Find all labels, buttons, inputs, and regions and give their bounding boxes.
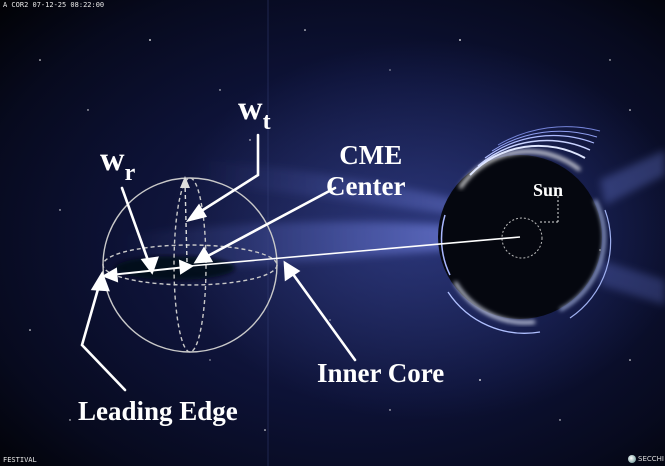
streamers: [120, 150, 665, 305]
cme-center-line1: CME: [339, 140, 403, 170]
radial-line: [189, 236, 521, 267]
stars: [29, 29, 631, 431]
wr-arrow: [101, 259, 195, 283]
wt-arrow: [180, 176, 190, 263]
secchi-logo: SECCHI: [628, 455, 664, 463]
wr-label-main: w: [100, 141, 125, 178]
corona-arcs: [440, 126, 612, 334]
cme-center-line2: Center: [326, 171, 406, 201]
wt-label: wt: [238, 90, 271, 135]
secchi-logo-icon: [628, 455, 636, 463]
label-pointers: [80, 133, 357, 392]
logo-text: SECCHI: [638, 455, 664, 463]
footer-left-text: FESTIVAL: [3, 456, 37, 464]
sun-label: Sun: [533, 180, 564, 200]
wr-label-subscript: r: [124, 160, 136, 186]
wr-label: wr: [100, 141, 135, 186]
timestamp: A COR2 07-12-25 08:22:00: [3, 1, 105, 9]
sun-disc-marker: [501, 217, 543, 259]
wt-label-subscript: t: [262, 109, 271, 135]
leading-edge-label: Leading Edge: [78, 396, 238, 426]
inner-core-label: Inner Core: [317, 358, 445, 388]
cme-center-label: CME Center: [326, 140, 405, 200]
wt-label-main: w: [238, 90, 263, 127]
